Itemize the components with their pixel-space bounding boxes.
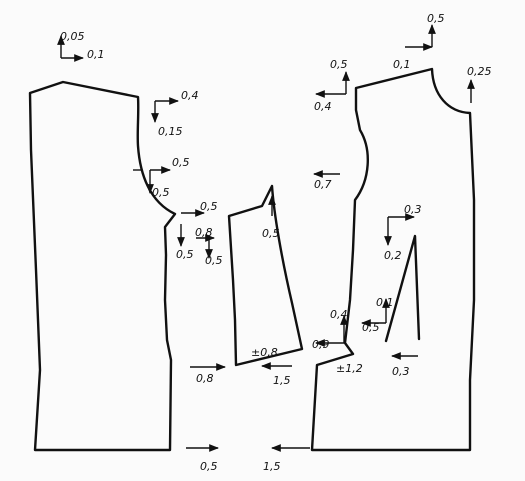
label-front-edge-up: 0,25 — [467, 65, 492, 78]
label-side-top-right2: 0,8 — [195, 226, 213, 239]
label-front-neck-up: 0,5 — [427, 12, 445, 25]
back-pattern — [28, 35, 179, 452]
label-dart-top-right: 0,3 — [404, 203, 422, 216]
front-dart — [384, 234, 421, 343]
label-back-shoulder-right: 0,4 — [181, 89, 199, 102]
label-side-peak: 0,5 — [262, 227, 280, 240]
label-side-top-right: 0,5 — [200, 200, 218, 213]
label-side-top-down-right: 0,5 — [205, 254, 223, 267]
label-front-neck-side: 0,1 — [393, 58, 411, 71]
label-dart-top-down: 0,2 — [384, 249, 402, 262]
side-outline — [227, 184, 304, 367]
label-back-neck-up: 0,05 — [60, 30, 85, 43]
side-panel-pattern — [177, 184, 304, 371]
label-front-shoulder-up: 0,5 — [330, 58, 348, 71]
label-back-armhole-right: 0,5 — [172, 156, 190, 169]
front-pattern — [310, 24, 476, 452]
label-bottom-left: 0,5 — [200, 460, 218, 473]
label-back-shoulder-down: 0,15 — [158, 125, 183, 138]
label-side-hem-left: 0,8 — [196, 372, 214, 385]
label-bottom-right: 1,5 — [263, 460, 281, 473]
label-front-waist-left: 0,9 — [312, 338, 330, 351]
label-front-hem-pm: ±1,2 — [336, 362, 363, 375]
label-front-hem-left: 0,3 — [392, 365, 410, 378]
label-dart-bottom-up: 0,1 — [376, 296, 394, 309]
label-back-armhole-down: 0,5 — [152, 186, 170, 199]
label-front-waist-up: 0,4 — [330, 308, 348, 321]
label-back-neck-side: 0,1 — [87, 48, 105, 61]
back-outline — [28, 80, 177, 452]
label-dart-bottom-left: 0,5 — [362, 321, 380, 334]
label-front-armhole-left: 0,7 — [314, 178, 332, 191]
label-side-hem-right: 1,5 — [273, 374, 291, 387]
label-side-top-down-left: 0,5 — [176, 248, 194, 261]
front-outline — [310, 67, 476, 452]
label-front-shoulder-left: 0,4 — [314, 100, 332, 113]
label-side-hem: ±0,8 — [251, 346, 278, 359]
